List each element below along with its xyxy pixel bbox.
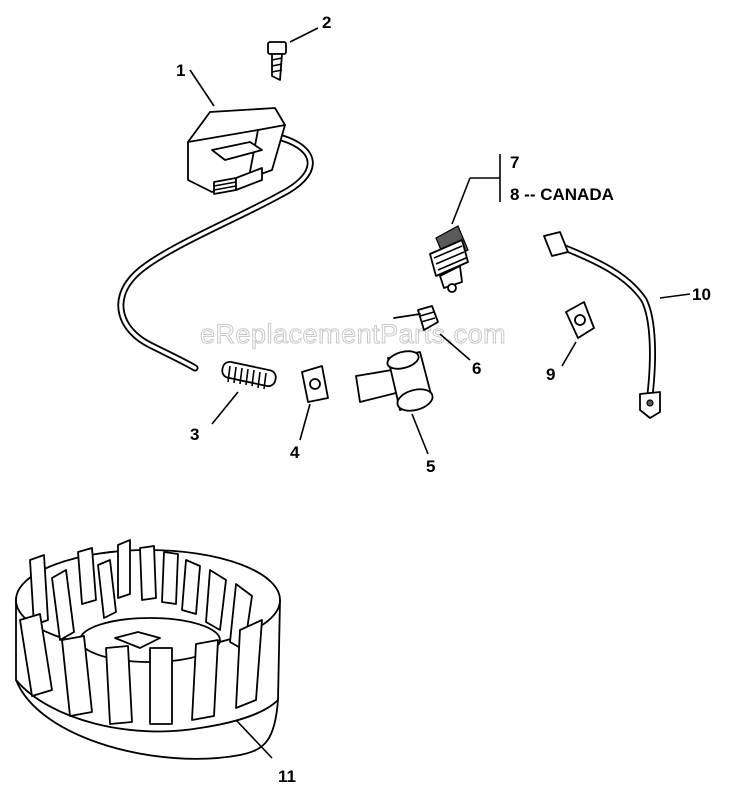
part-2-bolt [267,41,287,81]
callout-8-canada: 8 -- CANADA [510,185,614,204]
part-1-ignition-module [117,107,314,372]
part-3-spring [221,360,277,390]
part-11-flywheel [15,539,281,760]
part-4-clip [301,365,329,403]
callout-4: 4 [290,443,300,462]
callout-1: 1 [176,61,185,80]
watermark: eReplacementParts.com [200,319,506,349]
callout-7: 7 [510,153,519,172]
callout-3: 3 [190,425,199,444]
callout-6: 6 [472,359,481,378]
part-5-cap [355,350,434,412]
part-10-ground-lead [543,231,661,419]
callout-9: 9 [546,365,555,384]
callout-2: 2 [322,13,331,32]
part-9-clip [565,301,595,339]
callout-11: 11 [278,767,296,786]
callout-5: 5 [426,457,435,476]
callout-10: 10 [692,285,711,304]
part-6-terminal [393,305,439,331]
part-7-8-spark-plug [429,225,469,293]
leader-lines [189,27,691,759]
